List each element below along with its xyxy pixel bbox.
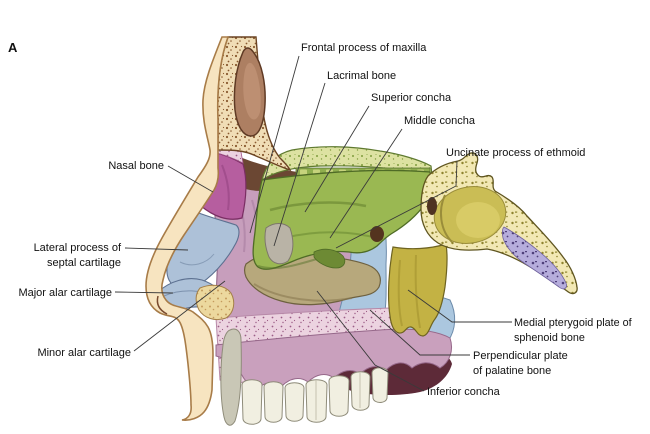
pterygoid-shading-2 bbox=[414, 254, 421, 329]
leader-lines bbox=[114, 55, 512, 392]
frontal-bone bbox=[216, 36, 292, 172]
leader-frontal-process bbox=[249, 55, 300, 234]
label-frontal-process-of-maxilla: Frontal process of maxilla bbox=[301, 42, 427, 54]
label-minor-alar-cartilage: Minor alar cartilage bbox=[37, 347, 131, 359]
labels: A Frontal process of maxilla Lacrimal bo… bbox=[8, 40, 633, 398]
ethmoid-cribriform-region bbox=[261, 146, 433, 182]
inferior-concha-shading bbox=[253, 283, 353, 302]
sphenoid-complex bbox=[420, 152, 578, 295]
sphenoid-foramen-dark-spot bbox=[427, 197, 437, 215]
label-uncinate-process: Uncinate process of ethmoid bbox=[446, 147, 585, 159]
leader-inferior-concha bbox=[316, 290, 425, 392]
frontal-sinus-inner bbox=[243, 62, 261, 120]
panel-letter: A bbox=[8, 40, 18, 55]
leader-perpendicular-plate bbox=[369, 309, 470, 356]
illustration bbox=[145, 36, 578, 426]
tooth bbox=[371, 367, 389, 403]
label-nasal-bone: Nasal bone bbox=[108, 160, 164, 172]
label-lateral-process-line2: septal cartilage bbox=[47, 257, 121, 269]
leader-uncinate bbox=[335, 160, 458, 249]
lateral-process-inner-line bbox=[179, 253, 215, 266]
tooth bbox=[284, 382, 305, 422]
palatine-pyramidal-lavender-region bbox=[501, 226, 567, 290]
leader-middle-concha bbox=[329, 128, 403, 239]
label-perpendicular-plate-line2: of palatine bone bbox=[473, 365, 551, 377]
leader-minor-alar bbox=[133, 280, 226, 352]
teeth bbox=[220, 328, 389, 426]
leader-nasal-bone bbox=[167, 165, 214, 193]
leader-lacrimal bbox=[273, 82, 326, 247]
label-middle-concha: Middle concha bbox=[404, 115, 476, 127]
nasal-bone-shading bbox=[221, 164, 230, 211]
sphenoid-sinus-highlight bbox=[456, 202, 500, 238]
concha-bottom-shade bbox=[257, 257, 321, 270]
superior-concha-fold bbox=[269, 201, 367, 212]
leader-superior-concha bbox=[304, 105, 370, 213]
label-perpendicular-plate-line1: Perpendicular plate bbox=[473, 350, 568, 362]
nostril-arc bbox=[156, 295, 168, 315]
label-lacrimal-bone: Lacrimal bone bbox=[327, 70, 396, 82]
tooth bbox=[328, 375, 350, 417]
uncinate-process-region bbox=[313, 248, 346, 269]
label-superior-concha: Superior concha bbox=[371, 92, 452, 104]
pterygoid-shading bbox=[397, 259, 403, 327]
medial-pterygoid-plate-region bbox=[387, 243, 448, 337]
sphenoid-sinus-shadow bbox=[439, 194, 453, 243]
sphenopalatine-foramen bbox=[370, 226, 384, 242]
leader-medial-pterygoid bbox=[407, 289, 512, 323]
canine-tooth bbox=[220, 328, 242, 426]
label-inferior-concha: Inferior concha bbox=[427, 386, 501, 398]
label-medial-pterygoid-line1: Medial pterygoid plate of bbox=[514, 317, 633, 329]
lacrimal-bone-region bbox=[264, 223, 294, 265]
label-major-alar-cartilage: Major alar cartilage bbox=[18, 287, 112, 299]
leader-major-alar bbox=[114, 291, 174, 294]
tooth bbox=[241, 379, 263, 425]
label-lateral-process-line1: Lateral process of bbox=[34, 242, 122, 254]
tooth bbox=[263, 381, 284, 423]
label-medial-pterygoid-line2: sphenoid bone bbox=[514, 332, 585, 344]
leader-lateral-process bbox=[124, 247, 189, 251]
skin-profile bbox=[145, 36, 230, 421]
